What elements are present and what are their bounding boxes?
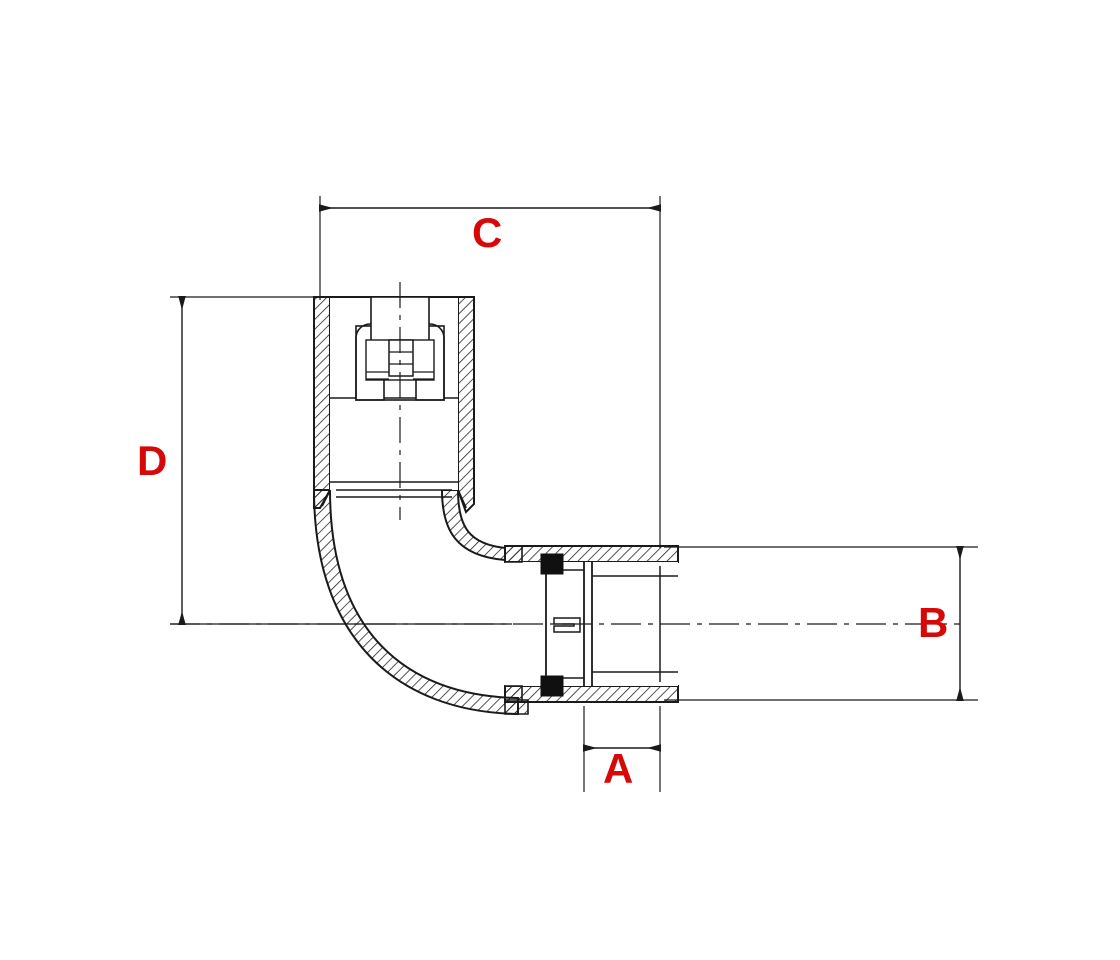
- fitting-body: [170, 196, 978, 792]
- extension-lines: [170, 196, 978, 792]
- o-ring-seal-upper: [540, 553, 564, 575]
- dimension-label-b: B: [918, 599, 949, 646]
- dimension-lines: [178, 204, 964, 752]
- centerlines: [170, 282, 960, 625]
- o-ring-seal-lower: [540, 675, 564, 697]
- dimension-label-d: D: [137, 437, 168, 484]
- elbow-outer-wall: [312, 489, 519, 716]
- o-ring-seals: [540, 553, 564, 697]
- dimension-label-c: C: [472, 209, 503, 256]
- horizontal-socket-port: [504, 545, 679, 715]
- dimension-label-a: A: [603, 745, 634, 792]
